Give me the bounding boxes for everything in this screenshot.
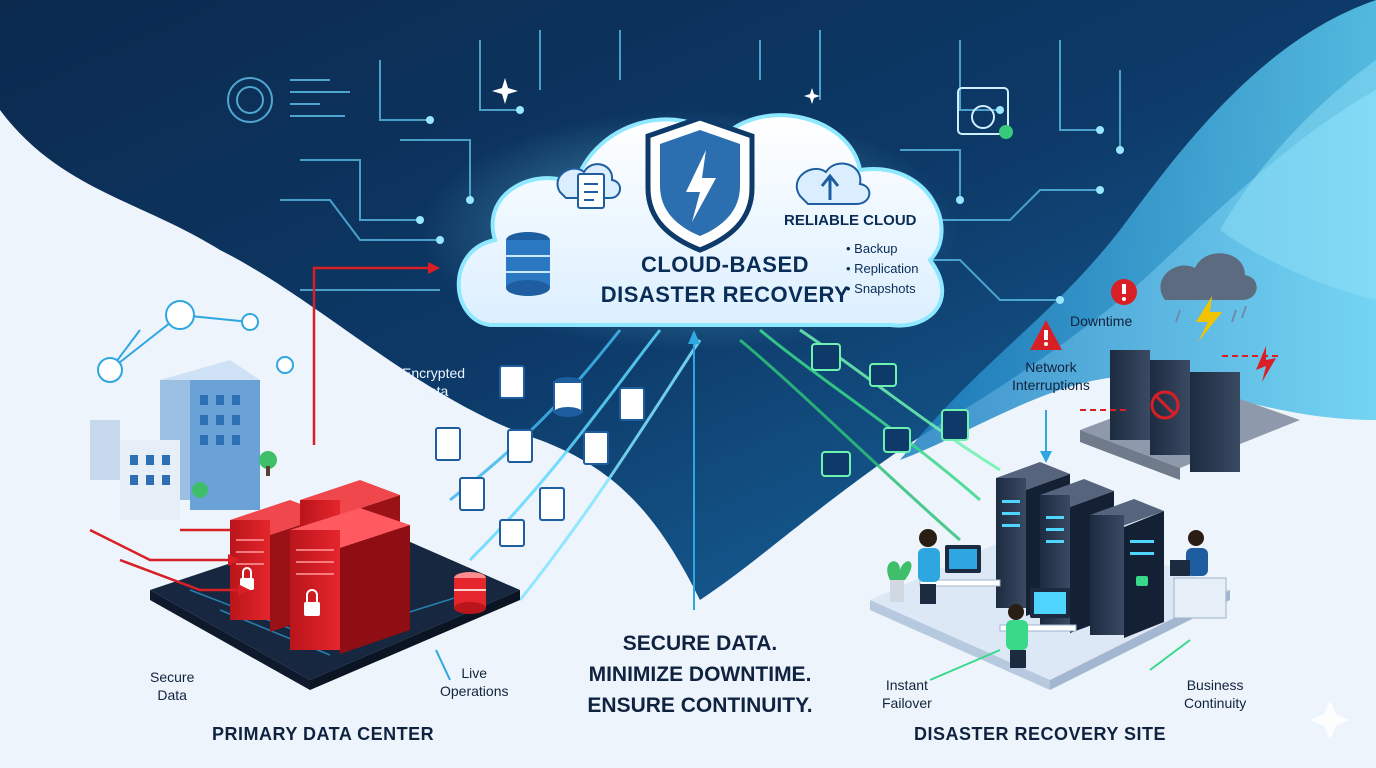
network-interruptions-label: Network Interruptions [1012, 358, 1090, 394]
network-line1: Network [1025, 359, 1077, 375]
document-cloud-icon [556, 163, 621, 209]
encrypted-line1: Encrypted [402, 365, 466, 381]
browser-globe-icon [957, 87, 1013, 139]
cloud-title: CLOUD-BASED DISASTER RECOVERY [600, 250, 850, 310]
lock-icon [1136, 576, 1148, 586]
tagline-line2: MINIMIZE DOWNTIME. [588, 663, 812, 686]
database-icon [454, 572, 486, 614]
live-line1: Live [461, 665, 488, 681]
red-server-racks [230, 480, 410, 654]
continuity-line2: Continuity [1184, 695, 1247, 711]
secure-line2: Data [157, 687, 187, 703]
secure-data-label: Secure Data [150, 668, 194, 704]
secure-line1: Secure [150, 669, 195, 685]
feature-item: Replication [846, 259, 918, 279]
workstations [887, 529, 1227, 668]
cloud-feature-list: Backup Replication Snapshots [846, 239, 919, 299]
continuity-line1: Business [1186, 677, 1244, 693]
failover-line1: Instant [885, 677, 928, 693]
live-line2: Operations [440, 683, 509, 699]
reliable-cloud-label: RELIABLE CLOUD [784, 212, 917, 229]
instant-failover-label: Instant Failover [882, 676, 932, 712]
live-operations-label: Live Operations [440, 664, 508, 700]
tagline: SECURE DATA. MINIMIZE DOWNTIME. ENSURE C… [560, 628, 840, 721]
database-icon [553, 377, 583, 417]
downtime-label: Downtime [1070, 313, 1133, 329]
encrypted-data-label: Encrypted Data [402, 364, 465, 400]
office-buildings [90, 360, 277, 520]
warning-icon [1030, 279, 1137, 350]
tagline-line1: SECURE DATA. [622, 632, 778, 655]
upload-cloud-icon [795, 162, 871, 205]
cloud-title-line2: DISASTER RECOVERY [600, 282, 850, 307]
feature-item: Snapshots [846, 279, 919, 299]
cloud-title-line1: CLOUD-BASED [640, 252, 810, 277]
encrypted-line2: Data [418, 383, 449, 399]
feature-item: Backup [846, 239, 919, 259]
failover-line2: Failover [882, 695, 932, 711]
failed-servers [1110, 350, 1240, 472]
database-icon [506, 232, 550, 296]
tagline-line3: ENSURE CONTINUITY. [587, 694, 813, 717]
disaster-recovery-site-title: DISASTER RECOVERY SITE [914, 724, 1167, 744]
network-line2: Interruptions [1012, 377, 1090, 393]
recovery-servers [996, 462, 1164, 638]
primary-data-center-title: PRIMARY DATA CENTER [212, 724, 435, 744]
shield-lightning-icon [645, 115, 755, 253]
document-icon [435, 365, 645, 547]
storm-cloud-icon [1160, 253, 1257, 342]
business-continuity-label: Business Continuity [1184, 676, 1246, 712]
